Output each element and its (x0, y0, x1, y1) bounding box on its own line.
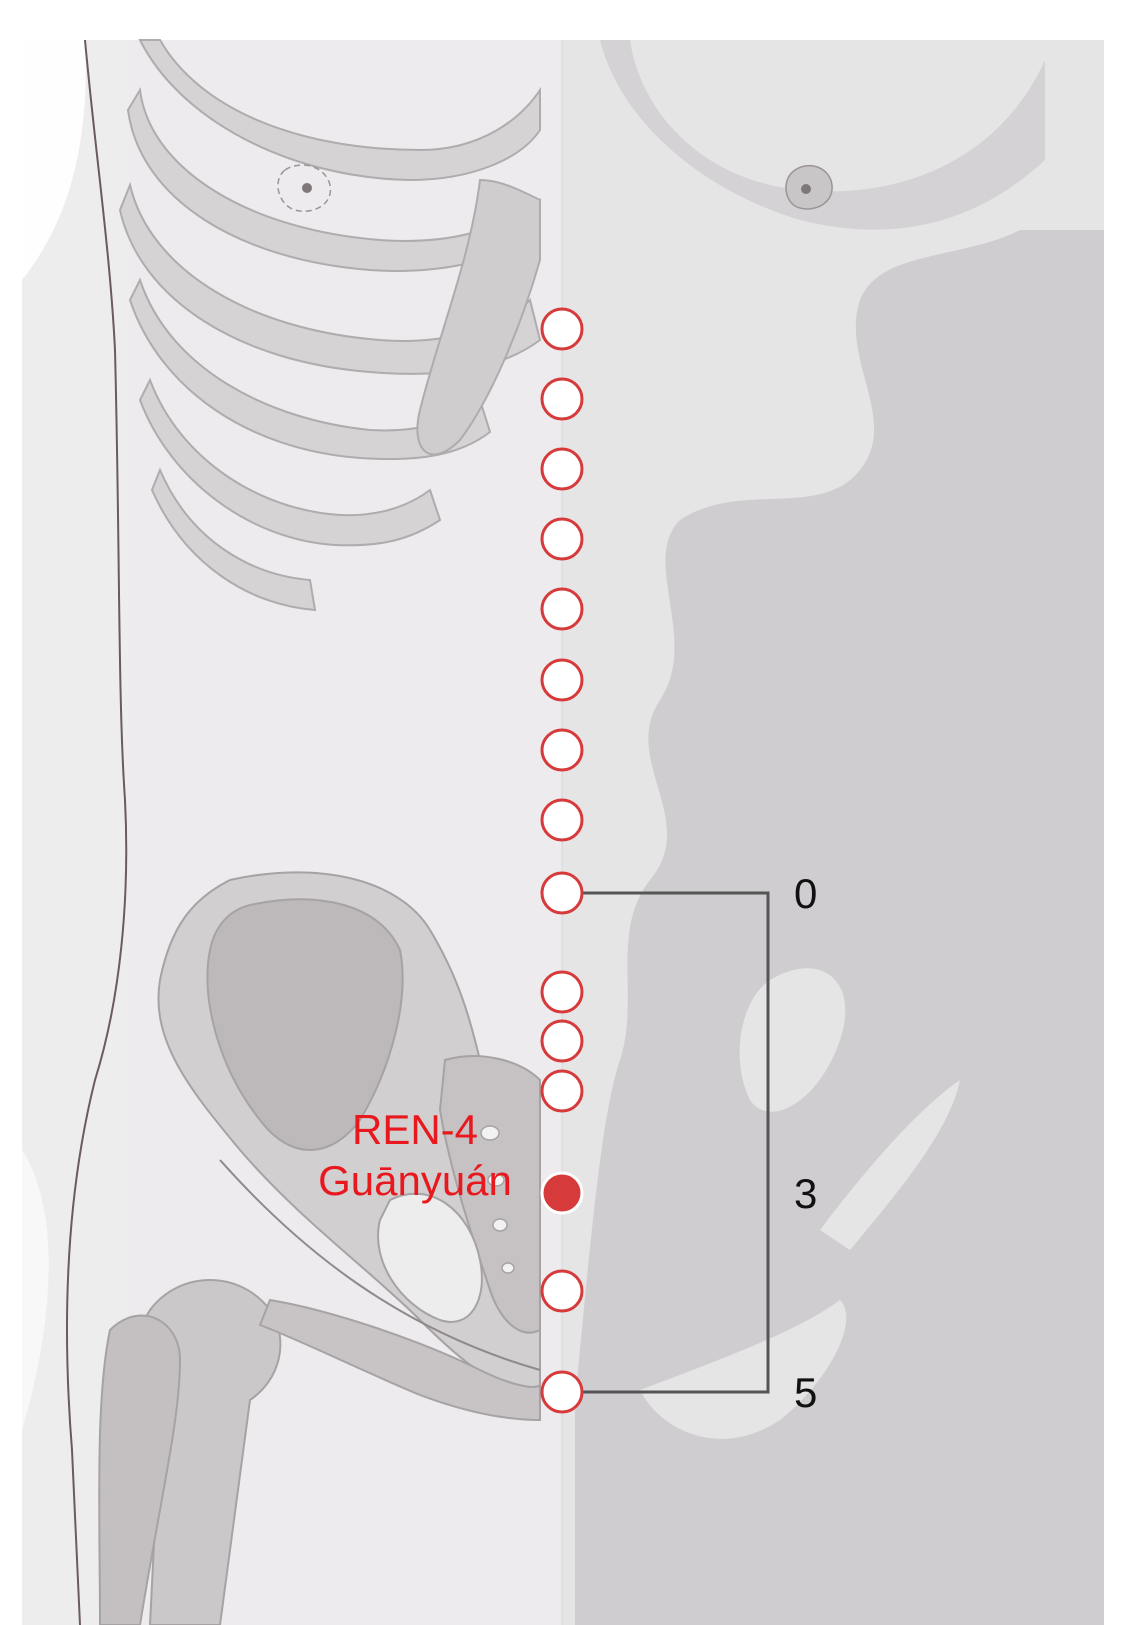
point-code-label: REN-4 (352, 1106, 478, 1153)
left-arm-gap (22, 40, 86, 280)
meridian-point (540, 517, 584, 561)
meridian-point (540, 871, 584, 915)
costal-cartilage (416, 178, 541, 456)
greater-trochanter (98, 1314, 182, 1625)
sacral-foramina (480, 1125, 515, 1274)
obturator-ring (377, 1192, 483, 1323)
meridian-point (540, 587, 584, 631)
left-nipple-center (302, 183, 312, 193)
rib-cage (118, 39, 542, 612)
iliac-fossa (206, 898, 404, 1151)
point-name-label: Guānyuán (318, 1157, 512, 1204)
rib (118, 181, 542, 375)
meridian-point (540, 447, 584, 491)
meridian-point (540, 1019, 584, 1063)
pelvis (98, 871, 541, 1625)
left-body-contour (65, 39, 128, 1625)
ren-4-highlighted-point (540, 1171, 584, 1215)
right-abdomen-shadow (575, 230, 1104, 1625)
right-oblique-highlight (739, 968, 846, 1112)
sacral-foramen (487, 1173, 505, 1187)
meridian-point (540, 798, 584, 842)
right-groin-highlight (640, 1300, 847, 1439)
ren-meridian-points (540, 307, 584, 1414)
meridian-point (540, 1370, 584, 1414)
left-nipple (277, 164, 332, 212)
meridian-point (540, 728, 584, 772)
rib (138, 377, 442, 547)
sacrum (438, 1055, 541, 1334)
right-nipple-center (801, 184, 811, 194)
meridian-point (540, 377, 584, 421)
bracket-line (582, 891, 770, 1394)
sacral-foramen (480, 1125, 500, 1141)
scale-label-3: 3 (794, 1170, 817, 1217)
right-inguinal-highlight (820, 1080, 960, 1250)
scale-label-5: 5 (794, 1369, 817, 1416)
left-hip-gap (22, 1150, 49, 1430)
scale-label-0: 0 (794, 870, 817, 917)
meridian-point (540, 1269, 584, 1313)
proportional-scale-bracket (582, 891, 770, 1394)
rib (150, 467, 317, 612)
meridian-point (540, 307, 584, 351)
pubic-ramus (258, 1298, 541, 1422)
sacral-foramen (492, 1218, 508, 1232)
sacral-foramen (501, 1262, 515, 1274)
rib (138, 39, 541, 182)
meridian-point (540, 658, 584, 702)
scale-labels: 0 3 5 (794, 870, 817, 1416)
inguinal-line (219, 1159, 541, 1371)
right-pectoral-shadow (600, 40, 1045, 230)
meridian-point (540, 970, 584, 1014)
meridian-point (540, 1069, 584, 1113)
